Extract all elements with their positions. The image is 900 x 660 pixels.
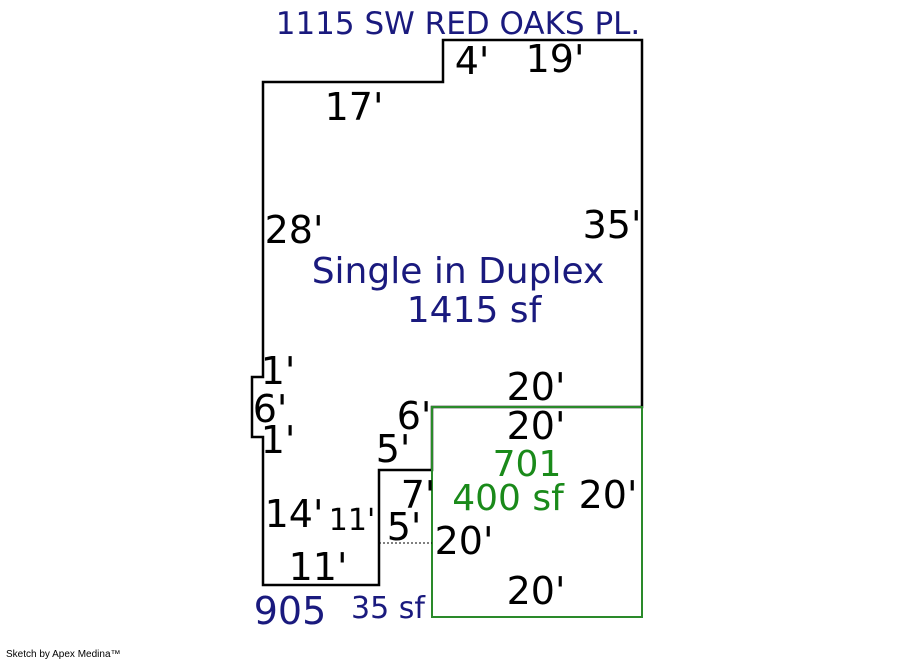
dim-bottom-left: 11': [289, 545, 348, 589]
dim-garage-bottom: 20': [507, 569, 566, 613]
main-area-size: 1415 sf: [407, 290, 543, 331]
garage-area-size: 400 sf: [452, 478, 565, 519]
dim-porch-depth: 5': [387, 505, 422, 549]
dim-left-upper: 28': [265, 208, 324, 252]
dim-garage-right: 20': [579, 473, 638, 517]
dim-notch-top: 6': [397, 394, 432, 438]
dim-left-lower: 14': [265, 492, 324, 536]
dim-top-step: 4': [455, 39, 490, 83]
garage-outline: [431, 406, 643, 618]
dim-garage-left: 20': [435, 519, 494, 563]
dim-notch-step: 7': [401, 473, 436, 517]
dim-top-left: 17': [325, 85, 384, 129]
dim-notch-mid: 5': [376, 427, 411, 471]
dim-jog-top: 1': [261, 349, 296, 393]
sketch-credit: Sketch by Apex Medina™: [6, 649, 121, 660]
porch-area-name: 905: [254, 589, 327, 633]
dim-porch-width: 11': [329, 503, 375, 538]
dim-top-right: 19': [526, 37, 585, 81]
porch-area-size: 35 sf: [351, 591, 426, 626]
dim-jog-bottom: 1': [261, 418, 296, 462]
dim-jog-side: 6': [253, 387, 288, 431]
main-building-outline: [250, 38, 644, 587]
address-title: 1115 SW RED OAKS PL.: [276, 6, 641, 42]
dim-inner-upper: 20': [507, 365, 566, 409]
garage-area-name: 701: [493, 444, 562, 485]
main-area-name: Single in Duplex: [312, 251, 605, 292]
dim-right-side: 35': [583, 203, 642, 247]
dim-garage-top: 20': [507, 404, 566, 448]
